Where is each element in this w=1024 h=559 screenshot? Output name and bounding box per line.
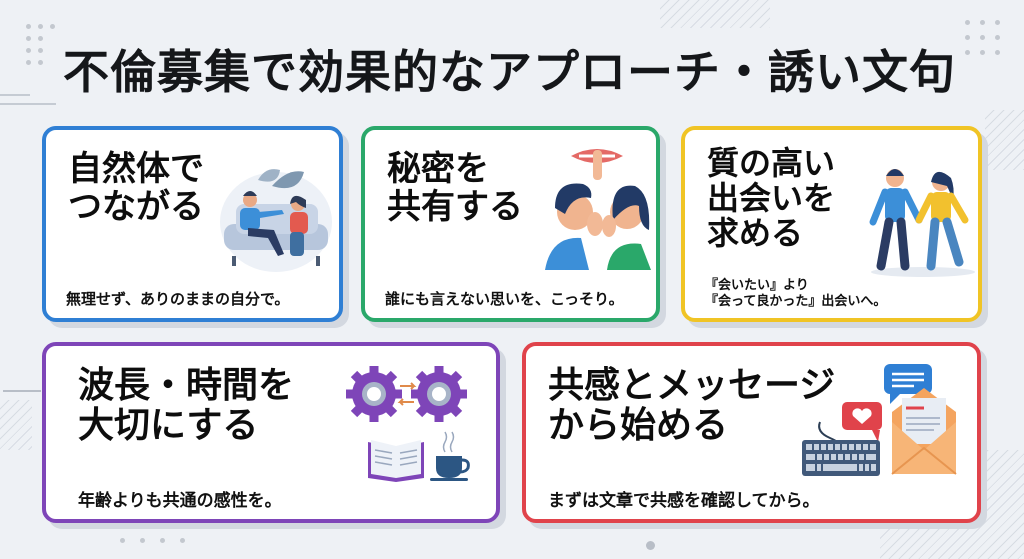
card-heading: 共感とメッセージ から始める [548, 365, 836, 447]
keyboard-envelope-chat-icon [802, 364, 957, 476]
gears-book-coffee-icon [346, 366, 470, 482]
decor-line-left [3, 390, 41, 392]
card-empathy: 共感とメッセージ から始める まずは文章で共感を確認してから。 [522, 342, 981, 523]
heading-line: 自然体で [68, 149, 204, 189]
card-heading: 秘密を 共有する [387, 150, 523, 226]
card-wavelength: 波長・時間を 大切にする 年齢よりも共通の感性を。 [42, 342, 500, 523]
heading-line: 質の高い [707, 144, 836, 182]
card-secret: 秘密を 共有する 誰にも言えない思いを、こっそり。 [361, 126, 660, 322]
card-heading: 質の高い 出会いを 求める [707, 144, 836, 253]
decor-dots-top-right [965, 20, 1000, 55]
heading-line: 出会いを [707, 179, 836, 218]
heading-line: 大切にする [78, 405, 259, 447]
card-subtitle: 年齢よりも共通の感性を。 [78, 491, 282, 511]
card-subtitle: まずは文章で共感を確認してから。 [548, 491, 820, 511]
card-natural: 自然体で つながる 無理せず、ありのままの自分で。 [42, 126, 343, 322]
card-heading: 自然体で つながる [68, 150, 204, 226]
subtitle-line: 『会いたい』より [705, 278, 809, 293]
whispering-couple-icon [545, 149, 651, 270]
decor-hatch-left [0, 400, 32, 450]
card-heading: 波長・時間を 大切にする [78, 365, 295, 447]
walking-couple-icon [869, 169, 975, 277]
card-quality: 質の高い 出会いを 求める 『会いたい』より 『会って良かった』出会いへ。 [681, 126, 982, 322]
decor-dot-bottom [646, 541, 655, 550]
page-title: 不倫募集で効果的なアプローチ・誘い文句 [63, 45, 956, 99]
decor-lines-top-left-2 [0, 103, 56, 105]
decor-hatch-right [985, 110, 1024, 170]
decor-lines-top-left [0, 94, 30, 96]
decor-dots-bottom [120, 538, 185, 543]
heading-line: 秘密を [387, 149, 489, 189]
heading-line: 共感とメッセージ [548, 365, 836, 406]
card-subtitle: 無理せず、ありのままの自分で。 [66, 290, 290, 308]
couple-on-sofa-icon [220, 169, 332, 272]
heading-line: つながる [68, 187, 204, 228]
card-subtitle: 誰にも言えない思いを、こっそり。 [385, 290, 624, 308]
decor-dots-top-left [26, 24, 55, 65]
card-subtitle: 『会いたい』より 『会って良かった』出会いへ。 [705, 278, 886, 311]
heading-line: 求める [707, 214, 804, 253]
subtitle-line: 『会って良かった』出会いへ。 [705, 294, 887, 310]
heading-line: から始める [548, 405, 729, 447]
decor-hatch-top [660, 0, 770, 28]
heading-line: 波長・時間を [78, 365, 295, 406]
heading-line: 共有する [387, 187, 523, 228]
